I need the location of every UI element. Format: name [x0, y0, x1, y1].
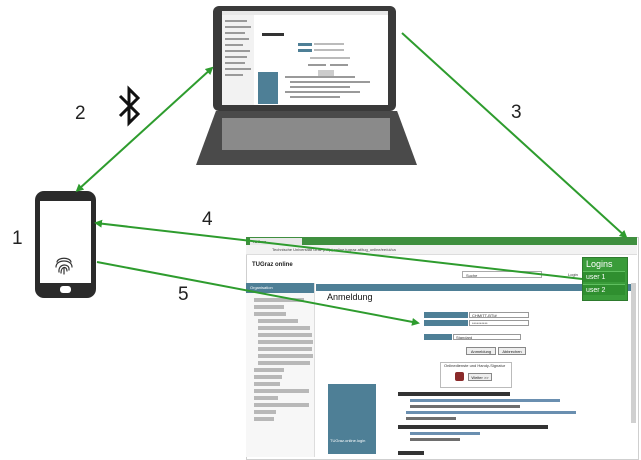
laptop-display-field-label — [298, 43, 312, 46]
laptop-display-field — [310, 57, 350, 59]
site-logo[interactable]: TUGraz online — [252, 262, 293, 268]
password-label — [424, 320, 468, 326]
sidebar-item[interactable] — [258, 361, 310, 365]
laptop-display-line — [225, 38, 249, 40]
laptop-display-line — [225, 26, 251, 28]
fingerprint-icon — [55, 257, 73, 275]
page-title: Anmeldung — [327, 292, 373, 302]
sidebar-item[interactable] — [258, 326, 310, 330]
laptop-display-line — [225, 74, 243, 76]
sidebar-item[interactable] — [254, 375, 282, 379]
arrow-5-phone-to-form — [96, 261, 420, 326]
arrow-3-laptop-to-browser — [401, 32, 628, 239]
text-line — [410, 438, 460, 441]
sidebar-heading: Organisation — [250, 285, 273, 290]
smartphone-screen — [40, 201, 91, 283]
laptop-display-line — [225, 68, 251, 70]
laptop-display-line — [225, 20, 247, 22]
laptop-display-line — [290, 81, 370, 83]
info-card — [328, 384, 376, 454]
username-label — [424, 312, 468, 318]
sidebar-item[interactable] — [258, 347, 312, 351]
sidebar-item[interactable] — [258, 319, 298, 323]
laptop-display-line — [225, 62, 245, 64]
step-label-5: 5 — [178, 284, 189, 305]
cancel-button[interactable]: Abbrechen — [498, 347, 526, 355]
login-user-2[interactable]: user 2 — [583, 284, 625, 295]
login-link[interactable]: Login — [568, 272, 578, 277]
text-line[interactable] — [410, 432, 480, 435]
signature-button[interactable]: Weiter >> — [468, 373, 492, 381]
laptop-display-signature — [318, 70, 334, 76]
browser-address-bar — [246, 245, 637, 255]
sidebar-item[interactable] — [254, 396, 278, 400]
laptop-display-line — [225, 44, 243, 46]
login-button[interactable]: Anmeldung — [466, 347, 496, 355]
text-line — [410, 405, 520, 408]
sidebar-item[interactable] — [254, 382, 280, 386]
arrow-4-logins-to-phone — [94, 219, 583, 280]
browser-tab-bar — [246, 237, 637, 245]
smartphone-home-button — [60, 286, 71, 293]
laptop-display-button — [308, 64, 326, 66]
laptop-display-line — [290, 96, 340, 98]
step-label-1: 1 — [12, 228, 23, 249]
sidebar-heading-bar — [246, 283, 314, 293]
laptop-keyboard — [222, 118, 390, 150]
password-field[interactable]: ********** — [469, 320, 529, 326]
sidebar-item[interactable] — [254, 298, 304, 302]
logins-title: Logins — [586, 259, 613, 269]
signature-heading: Onlinedienste und Handy-Signatur — [444, 363, 506, 368]
laptop-display-button — [330, 64, 348, 66]
laptop-display-line — [225, 32, 245, 34]
laptop-display-line — [285, 91, 360, 93]
sidebar-item[interactable] — [254, 312, 286, 316]
scrollbar[interactable] — [631, 283, 636, 423]
sidebar-item[interactable] — [254, 305, 284, 309]
login-user-1[interactable]: user 1 — [583, 271, 625, 282]
sidebar-item[interactable] — [258, 354, 313, 358]
text-line[interactable] — [406, 411, 576, 414]
laptop-display-field-label — [298, 49, 312, 52]
bluetooth-icon — [118, 85, 141, 127]
profile-label — [424, 334, 452, 340]
laptop-display-field — [314, 49, 344, 51]
laptop-display-toolbar — [222, 11, 388, 15]
laptop-display-line — [225, 50, 250, 52]
info-card-text: TUGraz.online.login — [330, 438, 366, 443]
step-label-2: 2 — [75, 103, 86, 124]
username-field[interactable]: CHMITT-BTI# — [469, 312, 529, 318]
laptop-display-line — [225, 56, 247, 58]
text-line[interactable] — [410, 399, 560, 402]
laptop-display-card — [258, 72, 278, 104]
laptop-display-line — [285, 76, 355, 78]
laptop-display-line — [290, 86, 350, 88]
signature-box — [440, 362, 512, 388]
sidebar-item[interactable] — [254, 410, 276, 414]
signature-logo — [455, 372, 464, 381]
text-heading — [398, 425, 548, 429]
sidebar-item[interactable] — [254, 403, 309, 407]
arrow-2-bluetooth-link — [75, 66, 214, 193]
step-label-3: 3 — [511, 102, 522, 123]
text-heading — [398, 451, 424, 455]
sidebar-item[interactable] — [254, 389, 309, 393]
text-heading — [398, 392, 510, 396]
sidebar-item[interactable] — [254, 417, 274, 421]
laptop-display-field — [314, 43, 344, 45]
step-label-4: 4 — [202, 209, 213, 230]
sidebar-item[interactable] — [254, 368, 284, 372]
sidebar-item[interactable] — [258, 333, 312, 337]
text-line — [406, 417, 456, 420]
content-breadcrumb-bar — [316, 284, 631, 291]
laptop-display-sidebar — [222, 15, 254, 105]
sidebar-item[interactable] — [258, 340, 313, 344]
laptop-display-title — [262, 33, 284, 36]
profile-select[interactable]: Standard — [453, 334, 521, 340]
